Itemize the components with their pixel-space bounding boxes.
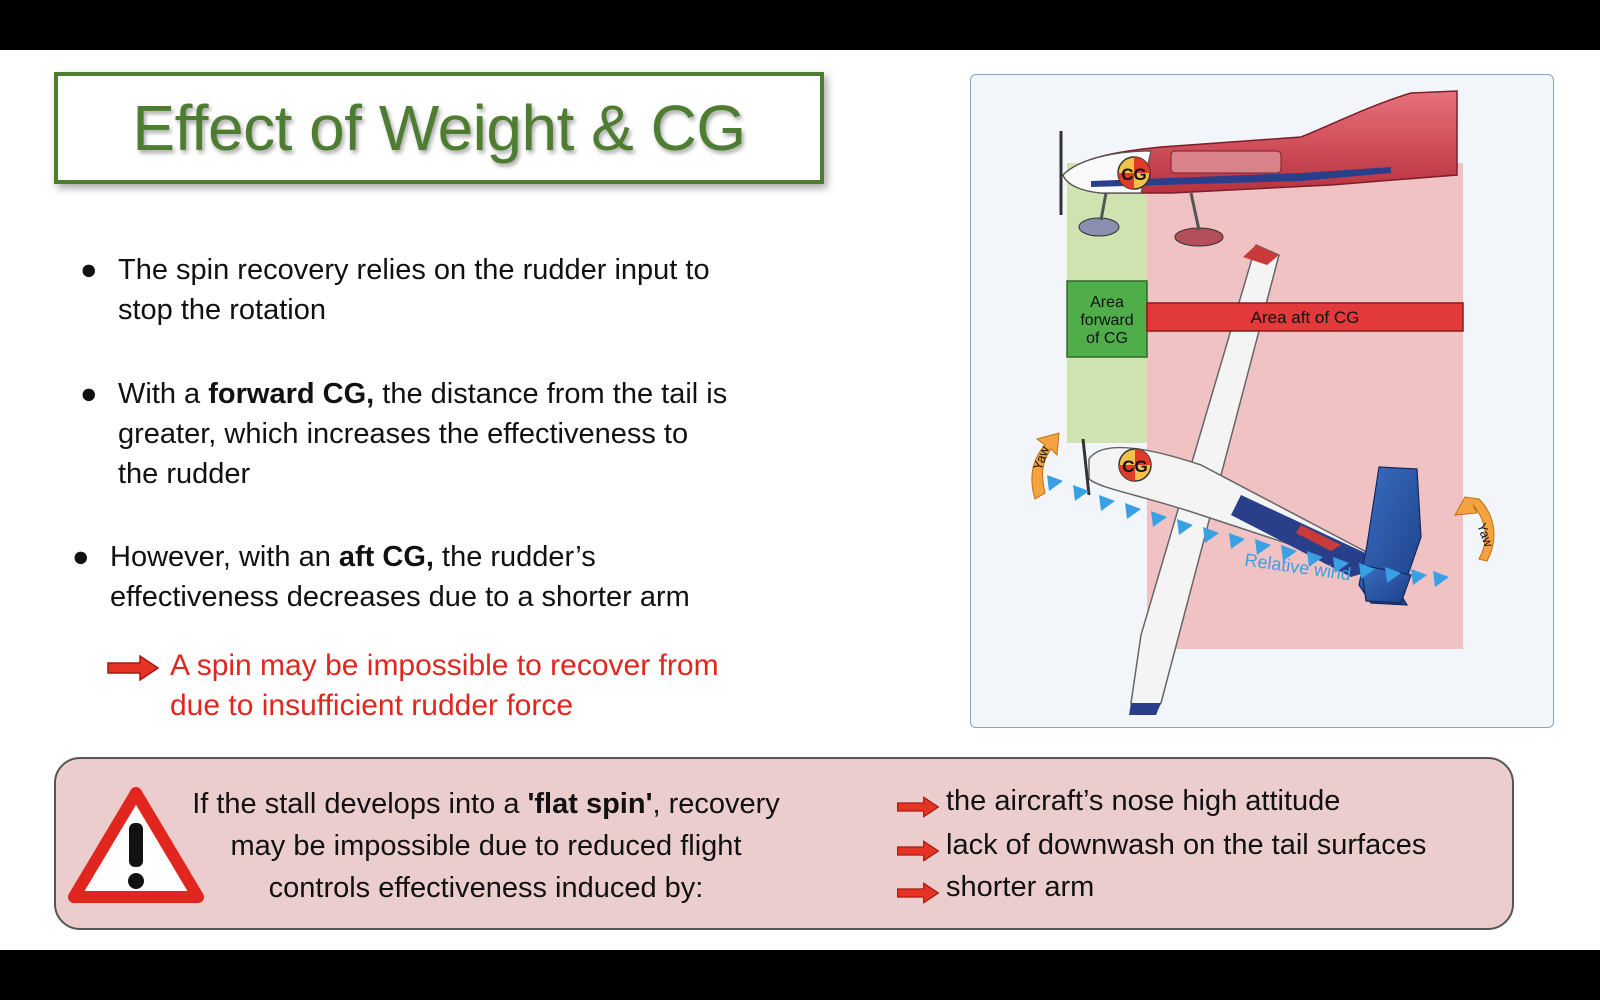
warning-line-3: controls effectiveness induced by: [268, 872, 704, 904]
bullet-2-bold: forward CG, [208, 378, 375, 410]
cg-label-bottom: CG [1122, 457, 1148, 476]
consequence-line-1: A spin may be impossible to recover from [170, 649, 719, 682]
bullet-3: ● However, with an aft CG, the rudder’s … [72, 537, 690, 617]
bullet-dot: ● [80, 254, 98, 286]
warning-text: If the stall develops into a 'flat spin'… [166, 783, 806, 909]
bullet-3-line-1: However, with an aft CG, the rudder’s [110, 541, 596, 573]
warning-line-2: may be impossible due to reduced flight [230, 830, 742, 862]
bullet-2-line-2: greater, which increases the effectivene… [118, 418, 689, 450]
warning-item-1: the aircraft’s nose high attitude [946, 785, 1341, 817]
yaw-arrow-left: Yaw [1030, 432, 1060, 500]
propeller-bottom [1081, 438, 1091, 496]
red-arrow-icon [897, 882, 940, 904]
bullet-3-line-2: effectiveness decreases due to a shorter… [110, 581, 690, 613]
page-title: Effect of Weight & CG [132, 92, 746, 164]
warning-item-3: shorter arm [946, 871, 1095, 903]
area-aft-bar [1146, 302, 1464, 332]
red-arrow-icon [897, 840, 940, 862]
bullet-1-line-1: The spin recovery relies on the rudder i… [118, 254, 710, 286]
red-arrow-icon [897, 796, 940, 818]
bullet-dot: ● [80, 378, 98, 410]
bullet-2-line-3: the rudder [118, 458, 251, 490]
bullet-1: ● The spin recovery relies on the rudder… [80, 250, 710, 330]
bullet-2: ● With a forward CG, the distance from t… [80, 374, 728, 494]
area-forward-line-3: of CG [1086, 330, 1128, 347]
warning-item-2: lack of downwash on the tail surfaces [946, 829, 1427, 861]
area-forward-line-1: Area [1090, 294, 1124, 311]
cg-figure: CG CG Area forward of [970, 74, 1554, 728]
red-arrow-icon [107, 654, 160, 682]
area-aft-label: Area aft of CG [1251, 308, 1360, 327]
bullet-2-line-1: With a forward CG, the distance from the… [118, 378, 728, 410]
title-box: Effect of Weight & CG [54, 72, 824, 184]
consequence-line-2: due to insufficient rudder force [170, 689, 574, 722]
area-forward-line-2: forward [1080, 312, 1133, 329]
bullet-dot: ● [72, 541, 90, 573]
consequence-text: A spin may be impossible to recover from… [170, 646, 719, 726]
bottom-airplane: CG [1081, 243, 1422, 715]
warning-bold: 'flat spin' [527, 788, 653, 820]
warning-triangle-icon [68, 787, 204, 903]
bullet-1-line-2: stop the rotation [118, 294, 326, 326]
cg-diagram: CG CG Area forward of [1030, 90, 1497, 715]
warning-box: If the stall develops into a 'flat spin'… [54, 757, 1514, 930]
area-forward-box [1066, 280, 1148, 358]
warning-line-1: If the stall develops into a 'flat spin'… [192, 788, 780, 820]
bullet-3-bold: aft CG, [338, 541, 434, 573]
top-airplane: CG [1059, 90, 1458, 247]
slide: Effect of Weight & CG ● The spin recover… [0, 50, 1600, 950]
cg-label-top: CG [1121, 165, 1147, 184]
relative-wind-arrows [1047, 475, 1449, 587]
